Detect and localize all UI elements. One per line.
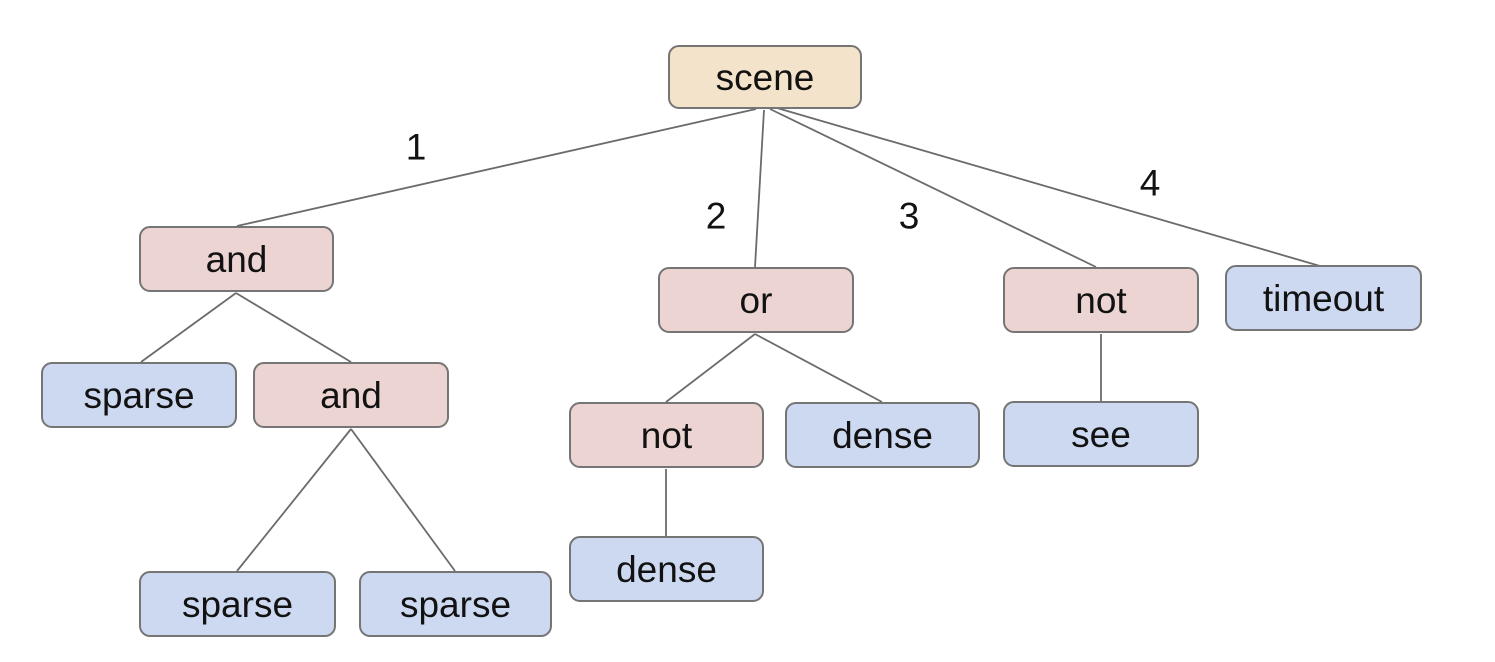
node-label-scene: scene bbox=[715, 56, 815, 98]
node-label-timeout-1: timeout bbox=[1262, 277, 1385, 319]
node-scene: scene bbox=[668, 45, 862, 109]
node-label-dense-2: dense bbox=[616, 548, 717, 590]
node-dense-1: dense bbox=[785, 402, 980, 468]
node-label-not-2: not bbox=[640, 414, 693, 456]
edge-and-1-and-2 bbox=[235, 292, 352, 363]
edge-or-1-not-2 bbox=[665, 333, 756, 403]
node-label-dense-1: dense bbox=[832, 414, 933, 456]
node-not-1: not bbox=[1003, 267, 1199, 333]
node-see-1: see bbox=[1003, 401, 1199, 467]
node-label-sparse-3: sparse bbox=[399, 583, 512, 625]
edge-scene-and-1 bbox=[236, 108, 757, 227]
node-label-sparse-2: sparse bbox=[181, 583, 294, 625]
node-sparse-3: sparse bbox=[359, 571, 552, 637]
edge-label-4: 4 bbox=[1139, 162, 1161, 204]
node-timeout-1: timeout bbox=[1225, 265, 1422, 331]
node-sparse-2: sparse bbox=[139, 571, 336, 637]
edge-and-2-sparse-2 bbox=[236, 428, 352, 572]
node-not-2: not bbox=[569, 402, 764, 468]
node-label-or-1: or bbox=[739, 279, 773, 321]
node-sparse-1: sparse bbox=[41, 362, 237, 428]
node-and-2: and bbox=[253, 362, 449, 428]
edge-scene-or-1 bbox=[754, 109, 765, 268]
node-label-and-1: and bbox=[205, 238, 268, 280]
edge-label-1: 1 bbox=[405, 126, 427, 168]
edge-label-3: 3 bbox=[898, 195, 920, 237]
node-label-not-1: not bbox=[1075, 279, 1127, 321]
node-dense-2: dense bbox=[569, 536, 764, 602]
edge-scene-not-1 bbox=[769, 108, 1097, 268]
edge-or-1-dense-1 bbox=[754, 333, 883, 403]
edge-and-2-sparse-3 bbox=[350, 428, 456, 572]
node-and-1: and bbox=[139, 226, 334, 292]
edge-scene-timeout-1 bbox=[776, 107, 1321, 267]
edge-label-2: 2 bbox=[705, 195, 727, 237]
node-label-see-1: see bbox=[1071, 413, 1131, 455]
edge-and-1-sparse-1 bbox=[140, 292, 237, 363]
node-label-and-2: and bbox=[320, 374, 382, 416]
node-or-1: or bbox=[658, 267, 854, 333]
node-label-sparse-1: sparse bbox=[83, 374, 195, 416]
